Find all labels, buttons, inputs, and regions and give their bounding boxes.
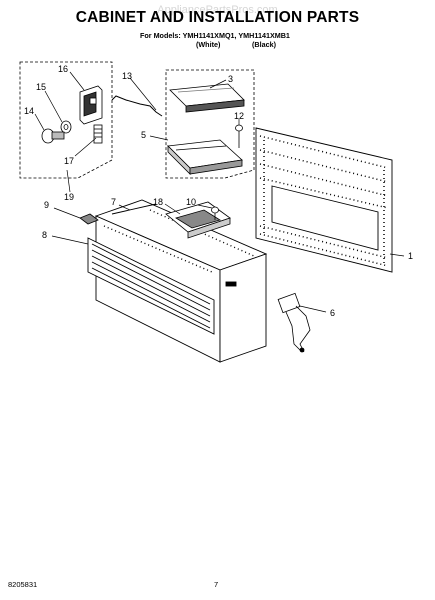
callout-15: 15 [36, 82, 46, 92]
callout-14: 14 [24, 106, 34, 116]
part-6-thermal-cutout [277, 292, 311, 353]
page-number: 7 [214, 580, 219, 589]
part-13-wire [111, 95, 163, 117]
callout-16: 16 [58, 64, 68, 74]
part-17-spring [93, 124, 103, 144]
vent-group-box [165, 69, 255, 179]
leader-lines [34, 71, 405, 313]
part-10-screw [211, 206, 219, 220]
callout-17: 17 [64, 156, 74, 166]
callout-7: 7 [111, 197, 116, 207]
callout-13: 13 [122, 71, 132, 81]
callout-10: 10 [186, 197, 196, 207]
part-5-vent-tray [167, 139, 243, 175]
callout-3: 3 [228, 74, 233, 84]
part-3-damper [169, 83, 245, 113]
part-1-mounting-plate [255, 127, 393, 273]
callout-1: 1 [408, 251, 413, 261]
page-title: CABINET AND INSTALLATION PARTS [75, 9, 360, 26]
hardware-kit-group-box [19, 61, 113, 179]
part-15-washer [60, 120, 72, 134]
part-14-bolt [41, 128, 65, 144]
part-8-grille [87, 237, 215, 335]
models-line: For Models: YMH1141XMQ1, YMH1141XMB1 [140, 31, 290, 40]
callout-9: 9 [44, 200, 49, 210]
part-16-bracket [79, 85, 103, 125]
part-12-screw [235, 124, 243, 148]
document-number: 8205831 [8, 580, 38, 589]
callout-12: 12 [234, 111, 244, 121]
callout-19: 19 [64, 192, 74, 202]
callout-18: 18 [153, 197, 163, 207]
callout-5: 5 [141, 130, 146, 140]
callout-8: 8 [42, 230, 47, 240]
callout-6: 6 [330, 308, 335, 318]
callout-labels: 16 15 14 17 19 13 3 12 5 1 6 7 9 8 18 10 [24, 64, 413, 318]
variant-white: (White) [196, 40, 221, 49]
watermark: AppliancePartsPros.com [157, 4, 278, 16]
part-9-clip [79, 213, 99, 225]
variant-black: (Black) [252, 40, 276, 49]
